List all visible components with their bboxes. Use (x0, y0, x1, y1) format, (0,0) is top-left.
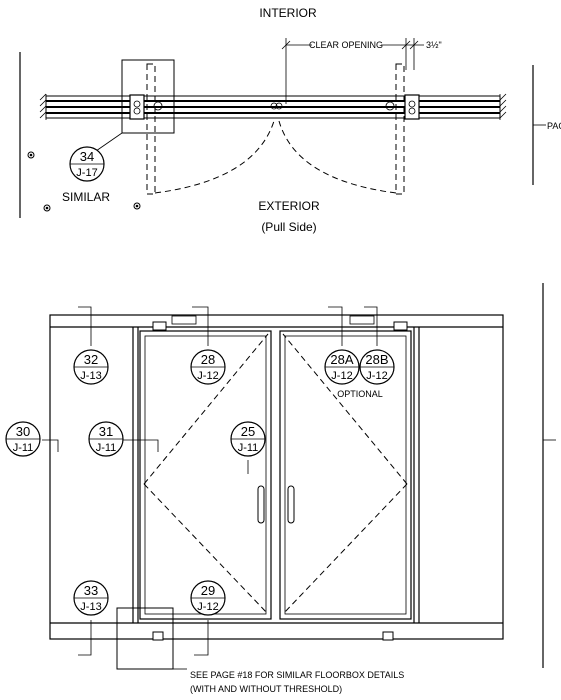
callout-32: 32J-13 (73, 349, 109, 385)
callout-28b: 28B J-12 (359, 349, 395, 385)
wall-hatch-left (39, 93, 47, 120)
side-label: PAC (547, 121, 561, 131)
swing-diamond-left (143, 333, 269, 615)
callout-number: 28 (201, 352, 215, 367)
callout-sheet: J-12 (197, 601, 218, 613)
floorbox-note-line2: (WITH AND WITHOUT THRESHOLD) (190, 684, 342, 694)
exterior-sub-label: (Pull Side) (261, 220, 316, 234)
wall-hatch-right (499, 93, 507, 120)
callout-34-leader (95, 132, 123, 152)
elevation-view: 32J-1328J-1228AJ-1228BJ-1230J-1131J-1125… (5, 283, 556, 694)
dim-small-label: 3½" (426, 40, 442, 50)
callout-31: 31J-11 (88, 421, 124, 457)
plan-view: INTERIOR CLEAR OPENING 3½" (19, 6, 561, 234)
door-swing-right (278, 63, 405, 195)
svg-text:34: 34 (80, 149, 94, 164)
callout-number: 30 (16, 424, 30, 439)
dim-tick (281, 40, 291, 50)
callout-number: 33 (84, 583, 98, 598)
door-panel-right (279, 330, 412, 620)
dim-tick (401, 40, 411, 50)
callout-25: 25J-11 (230, 421, 266, 457)
similar-label: SIMILAR (62, 190, 110, 204)
callout-sheet: J-11 (238, 442, 259, 454)
floor-pivot-left (152, 631, 164, 641)
callout-sheet: J-13 (80, 601, 101, 613)
callout-sheet: J-11 (96, 442, 117, 454)
callout-number: 31 (99, 424, 113, 439)
outer-frame (49, 314, 504, 640)
door-panel-left (139, 330, 272, 620)
callout-sheet: J-11 (13, 442, 34, 454)
callout-number: 25 (241, 424, 255, 439)
callout-30: 30J-11 (5, 421, 41, 457)
pull-handle-right (287, 485, 295, 524)
top-pivot-right (393, 321, 408, 331)
door-swing-left (146, 63, 275, 195)
pull-handle-left (257, 485, 265, 524)
marker-dots (27, 151, 141, 212)
floorbox-detail-box (116, 607, 174, 670)
floorbox-note-line1: SEE PAGE #18 FOR SIMILAR FLOORBOX DETAIL… (190, 670, 404, 680)
callout-sheet: J-12 (197, 370, 218, 382)
callout-number: 32 (84, 352, 98, 367)
callout-sheet: J-12 (331, 370, 352, 382)
center-stop (270, 102, 278, 110)
callout-33: 33J-13 (73, 580, 109, 616)
callout-28a: 28A J-12 (324, 349, 360, 385)
callout-29: 29J-12 (190, 580, 226, 616)
optional-label: OPTIONAL (337, 389, 383, 399)
section-lines (42, 306, 378, 656)
pivot-left-pin (133, 100, 141, 108)
pivot-left-stop (153, 101, 163, 111)
top-pivot-left (152, 321, 167, 331)
callout-number: 28A (330, 352, 353, 367)
exterior-label: EXTERIOR (258, 199, 320, 213)
callout-sheet: J-12 (366, 370, 387, 382)
callout-sheet: J-13 (80, 370, 101, 382)
pivot-right-stop (385, 101, 395, 111)
callout-28: 28J-12 (190, 349, 226, 385)
elevation-callouts: 32J-1328J-1228AJ-1228BJ-1230J-1131J-1125… (5, 349, 395, 616)
svg-text:J-17: J-17 (76, 167, 97, 179)
detail-box-34 (121, 59, 175, 134)
swing-diamond-right (282, 333, 408, 615)
floor-pivot-right (382, 631, 394, 641)
dim-tick (409, 40, 419, 50)
callout-number: 29 (201, 583, 215, 598)
callout-number: 28B (365, 352, 388, 367)
clear-opening-label: CLEAR OPENING (309, 40, 383, 50)
callout-34: 34 J-17 (69, 146, 105, 182)
interior-label: INTERIOR (259, 6, 317, 20)
